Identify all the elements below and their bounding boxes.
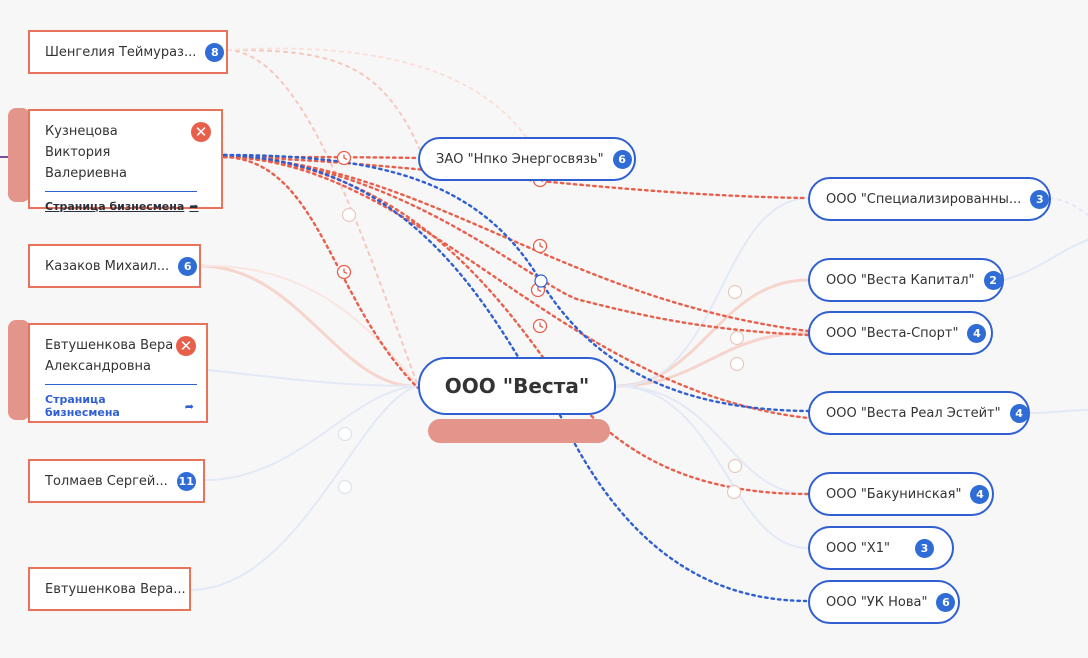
highlight-mark — [428, 419, 610, 443]
company-node[interactable]: ООО "Специализированны... 3 — [808, 177, 1051, 221]
company-node[interactable]: ООО "Веста-Спорт" 4 — [808, 311, 993, 355]
person-node-expanded[interactable]: Евтушенкова Вера Александровна ✕ Страниц… — [28, 323, 208, 423]
person-name: Казаков Михаил... — [45, 258, 170, 274]
company-node[interactable]: ООО "УК Нова" 6 — [808, 580, 960, 624]
count-badge: 4 — [970, 484, 990, 504]
person-node[interactable]: Евтушенкова Вера... — [28, 567, 191, 611]
person-name: Толмаев Сергей... — [45, 473, 168, 489]
company-name: ЗАО "Нпко Энергосвязь" — [436, 151, 604, 167]
count-badge: 2 — [983, 270, 1003, 290]
link-label: Страница бизнесмена — [45, 393, 120, 419]
person-node[interactable]: Шенгелия Теймураз... 8 — [28, 30, 228, 74]
person-node-expanded[interactable]: Кузнецова Виктория Валериевна ✕ Страница… — [28, 109, 223, 213]
company-name: ООО "Веста Капитал" — [826, 272, 975, 288]
count-badge: 4 — [1009, 403, 1029, 423]
link-label: Страница бизнесмена — [45, 200, 185, 213]
count-badge: 3 — [1030, 189, 1050, 209]
company-name: ООО "УК Нова" — [826, 594, 928, 610]
close-icon[interactable]: ✕ — [191, 122, 211, 142]
count-badge: 3 — [915, 538, 934, 558]
businessman-page-link[interactable]: Страница бизнесмена ➦ — [45, 200, 209, 213]
person-name: Шенгелия Теймураз... — [45, 44, 197, 60]
company-name: ООО "Веста Реал Эстейт" — [826, 405, 1001, 421]
divider — [45, 191, 197, 192]
company-node[interactable]: ООО "Веста Реал Эстейт" 4 — [808, 391, 1030, 435]
person-node[interactable]: Казаков Михаил... 6 — [28, 244, 201, 288]
share-arrow-icon: ➦ — [184, 399, 194, 413]
divider — [45, 384, 197, 385]
count-badge: 6 — [178, 256, 198, 276]
clock-icon — [336, 150, 548, 334]
company-name: ООО "Специализированны... — [826, 191, 1022, 207]
close-icon[interactable]: ✕ — [176, 336, 196, 356]
center-company-name: ООО "Веста" — [444, 374, 590, 398]
count-badge: 11 — [176, 471, 196, 491]
person-node[interactable]: Толмаев Сергей... 11 — [28, 459, 205, 503]
person-name: Кузнецова Виктория Валериевна — [45, 124, 128, 181]
count-badge: 4 — [967, 323, 987, 343]
count-badge: 6 — [612, 149, 632, 169]
company-name: ООО "Х1" — [826, 540, 890, 556]
count-badge: 8 — [205, 42, 225, 62]
company-node[interactable]: ООО "Бакунинская" 4 — [808, 472, 994, 516]
highlight-mark — [8, 108, 30, 202]
company-name: ООО "Веста-Спорт" — [826, 325, 959, 341]
businessman-page-link[interactable]: Страница бизнесмена ➦ — [45, 393, 194, 419]
share-arrow-icon: ➦ — [189, 200, 199, 213]
company-node[interactable]: ООО "Х1" 3 — [808, 526, 954, 570]
person-name: Евтушенкова Вера... — [45, 581, 186, 597]
center-company-node[interactable]: ООО "Веста" — [418, 357, 616, 415]
highlight-mark — [8, 320, 30, 420]
person-name: Евтушенкова Вера Александровна — [45, 338, 174, 374]
company-node[interactable]: ООО "Веста Капитал" 2 — [808, 258, 1004, 302]
count-badge: 6 — [936, 592, 956, 612]
company-name: ООО "Бакунинская" — [826, 486, 962, 502]
company-node[interactable]: ЗАО "Нпко Энергосвязь" 6 — [418, 137, 636, 181]
